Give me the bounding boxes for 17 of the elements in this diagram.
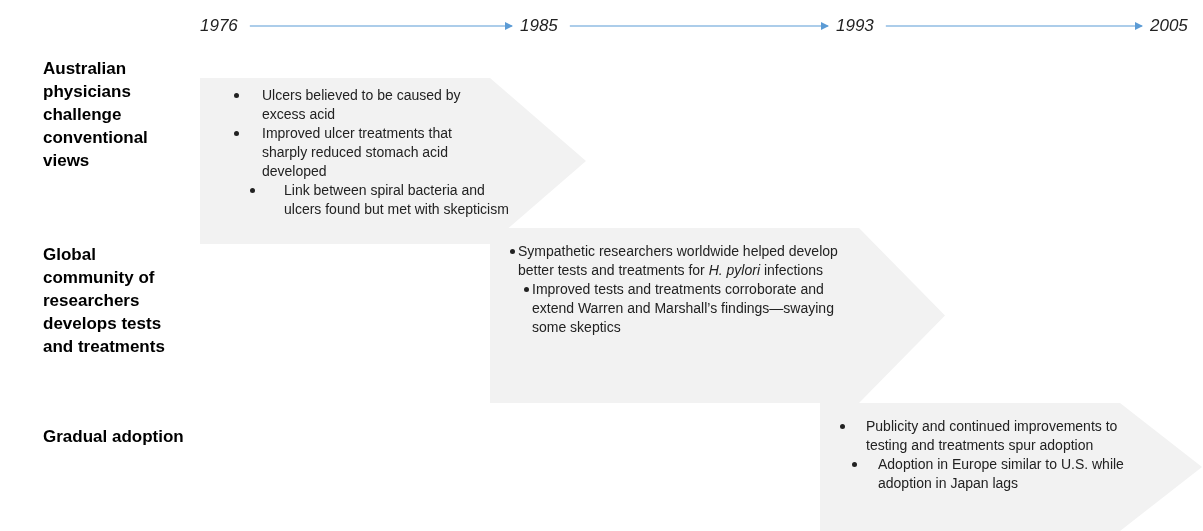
year-label: 1976 xyxy=(200,16,238,36)
row-heading: Gradual adoption xyxy=(43,426,185,448)
bullet-text: Improved ulcer treatments that sharply reduced stomach acid developed xyxy=(262,124,453,181)
bullet-text: Publicity and continued improvements to testing and treatments spur adoption xyxy=(866,417,1119,455)
row-heading: Global community of researchers develops tests and treatments xyxy=(43,244,166,358)
timeline-arrow xyxy=(885,22,1143,30)
row-heading: Australian physicians challenge conventional views xyxy=(43,58,149,172)
timeline-arrow xyxy=(249,22,513,30)
bullet-text: Adoption in Europe similar to U.S. while adoption in Japan lags xyxy=(878,455,1125,493)
bullet-text: Improved tests and treatments corroborate and extend Warren and Marshall’s findings—swaying some skeptics xyxy=(532,280,835,337)
bullet-text: Link between spiral bacteria and ulcers found but met with skepticism xyxy=(284,181,510,219)
bullet-text: Ulcers believed to be caused by excess acid xyxy=(262,86,462,124)
year-label: 1993 xyxy=(836,16,874,36)
year-label: 2005 xyxy=(1150,16,1188,36)
bullet-text: Sympathetic researchers worldwide helped develop better tests and treatments for H. pylori infections xyxy=(518,242,839,280)
year-label: 1985 xyxy=(520,16,558,36)
timeline-arrow xyxy=(569,22,829,30)
